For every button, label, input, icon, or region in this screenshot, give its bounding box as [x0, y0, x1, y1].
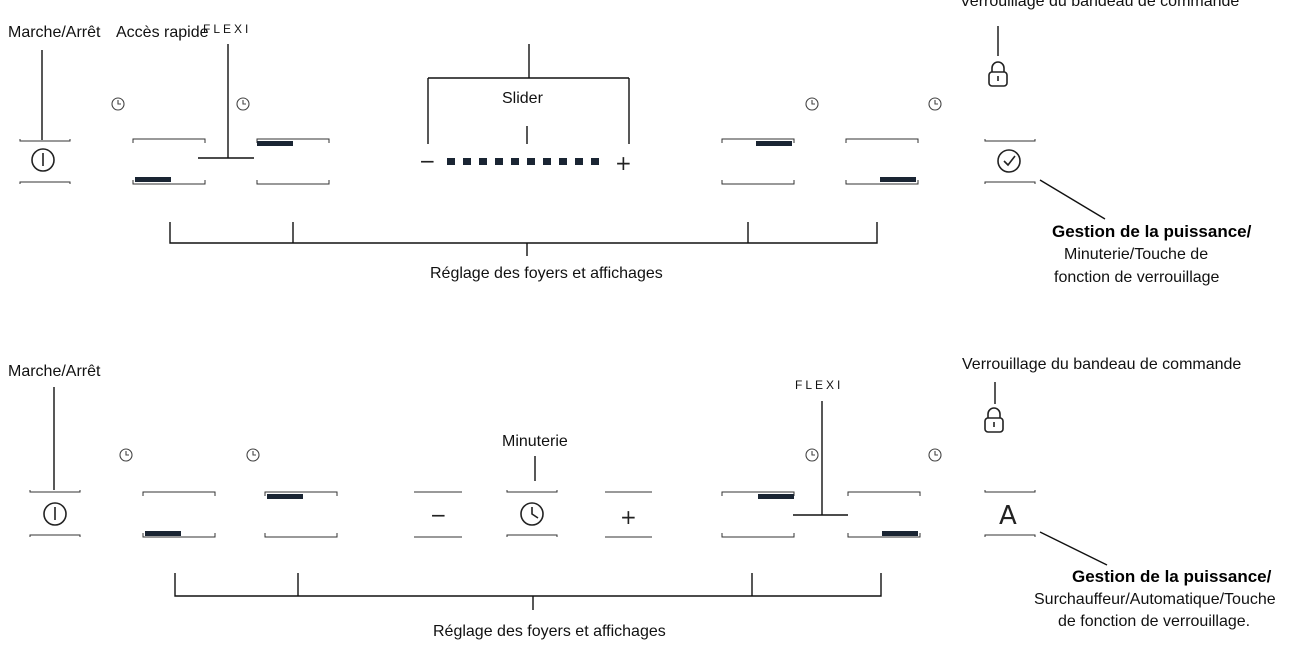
clock-indicator-icon [805, 448, 819, 462]
zones-bracket [169, 222, 878, 256]
power-button[interactable] [19, 139, 71, 184]
zone-display-3[interactable] [721, 138, 795, 185]
label-lock-panel: Verrouillage du bandeau de commande [960, 0, 1239, 10]
clock-indicator-icon [928, 97, 942, 111]
clock-indicator-icon [236, 97, 250, 111]
label-on-off: Marche/Arrêt [8, 363, 101, 380]
label-on-off: Marche/Arrêt [8, 24, 101, 41]
timer-button[interactable] [984, 139, 1036, 184]
clock-indicator-icon [111, 97, 125, 111]
lock-icon [988, 61, 1008, 87]
label-lock-panel: Verrouillage du bandeau de commande [962, 356, 1241, 373]
timer-icon [520, 502, 544, 526]
clock-indicator-icon [246, 448, 260, 462]
leader-power-management [1039, 531, 1108, 566]
zone-display-1[interactable] [132, 138, 206, 185]
lock-icon [984, 407, 1004, 433]
power-icon [31, 148, 55, 172]
timer-button[interactable] [506, 490, 558, 537]
minus-button[interactable]: − [414, 491, 462, 538]
minus-symbol: − [430, 503, 447, 527]
label-slider: Slider [502, 90, 544, 107]
label-power-title: Gestion de la puissance/ [1072, 567, 1272, 586]
leader-power-management [1039, 179, 1106, 220]
label-timer: Minuterie [502, 433, 568, 450]
panel-bottom: Marche/Arrêt Verrouillage du bandeau de … [8, 356, 1276, 640]
label-power-title: Gestion de la puissance/ [1052, 222, 1252, 241]
timer-icon [997, 149, 1021, 173]
zone-display-4[interactable] [847, 491, 921, 538]
auto-button[interactable]: A [984, 490, 1036, 537]
plus-button[interactable]: + [605, 491, 652, 538]
zone-display-3[interactable] [721, 491, 795, 538]
power-icon [43, 502, 67, 526]
zone-display-2[interactable] [256, 138, 330, 185]
plus-symbol: + [620, 505, 637, 529]
slider-plus[interactable]: + [615, 151, 632, 175]
clock-indicator-icon [119, 448, 133, 462]
label-power-line2: Minuterie/Touche de [1064, 246, 1208, 263]
zone-display-1[interactable] [142, 491, 216, 538]
label-zones: Réglage des foyers et affichages [433, 623, 666, 640]
zone-display-4[interactable] [845, 138, 919, 185]
label-power-line3: de fonction de verrouillage. [1058, 613, 1250, 630]
label-flexi: FLEXI [203, 22, 251, 36]
clock-indicator-icon [928, 448, 942, 462]
zone-display-2[interactable] [264, 491, 338, 538]
label-flexi: FLEXI [795, 378, 843, 392]
label-power-line3: fonction de verrouillage [1054, 269, 1220, 286]
clock-indicator-icon [805, 97, 819, 111]
power-button[interactable] [29, 490, 81, 537]
slider-bracket [427, 44, 630, 144]
label-zones: Réglage des foyers et affichages [430, 265, 663, 282]
panel-top: Marche/Arrêt Accès rapide FLEXI Verrouil… [8, 0, 1252, 286]
slider[interactable]: − + [419, 149, 632, 175]
label-quick-access: Accès rapide [116, 24, 209, 41]
slider-minus[interactable]: − [419, 149, 436, 173]
auto-key-label: A [999, 501, 1017, 531]
zones-bracket [174, 573, 882, 610]
label-power-line2: Surchauffeur/Automatique/Touche [1034, 591, 1276, 608]
